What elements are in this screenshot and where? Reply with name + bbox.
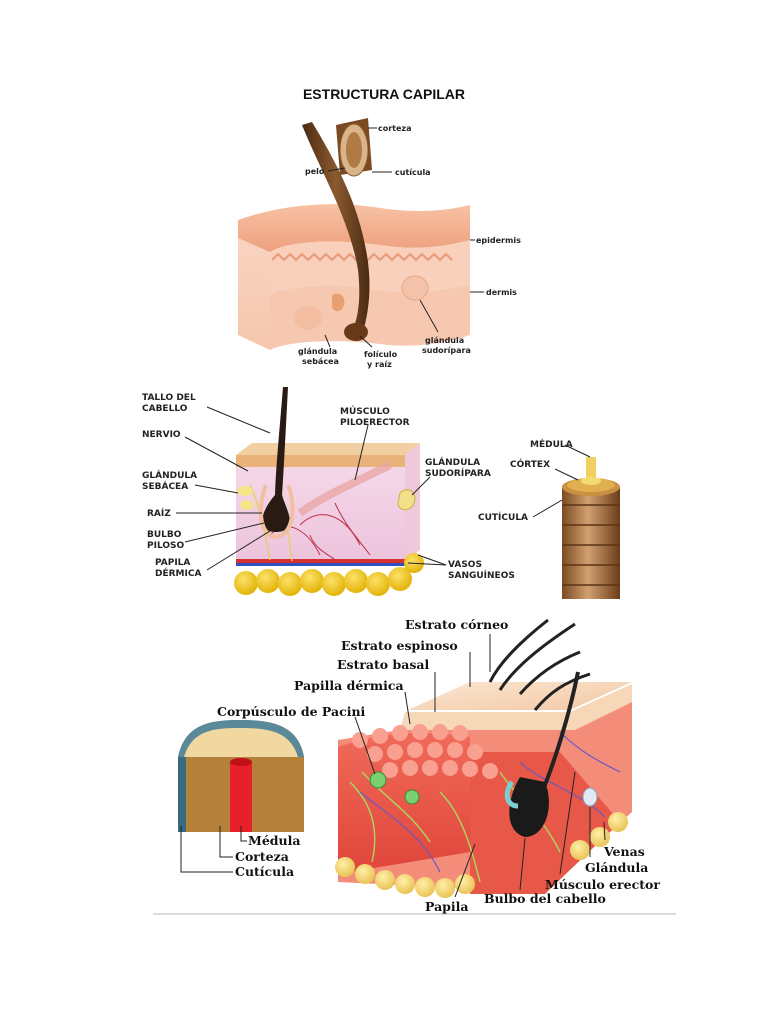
label-papila-3: Papila [425,899,469,914]
label-glandula-sebacea-2: sebácea [302,357,339,366]
hair-cut-piece [336,118,372,177]
label-foliculo-2: y raíz [367,360,392,369]
label-glandula-sebacea-2: SEBÁCEA [142,480,188,492]
label-venas: Venas [603,844,645,859]
label-medula-3: Médula [248,833,300,848]
label-dermis: dermis [486,288,517,297]
label-foliculo-1: folículo [364,350,398,359]
label-epidermis: epidermis [476,236,521,245]
label-glandula-sudoripara-2: SUDORÍPARA [425,467,491,479]
label-tallo-2: CABELLO [142,404,188,414]
label-nervio: NERVIO [142,430,181,440]
diagram-hair-follicle: TALLO DEL CABELLO NERVIO GLÁNDULA SEBÁCE… [142,387,620,599]
label-estrato-espinoso: Estrato espinoso [341,638,458,653]
label-papilla-dermica: Papilla dérmica [294,678,404,693]
label-bulbo-2: PILOSO [147,541,184,551]
hair-shaft [302,122,370,341]
label-corpusculo-pacini: Corpúsculo de Pacini [217,704,366,719]
label-glandula-sudoripara-1: GLÁNDULA [425,456,480,468]
label-glandula-sudoripara-2: sudorípara [422,346,471,355]
label-bulbo-cabello: Bulbo del cabello [484,891,606,906]
label-tallo-1: TALLO DEL [142,393,196,403]
label-estrato-corneo: Estrato córneo [405,617,508,632]
hair-follicle-shape [258,387,295,540]
page-title: ESTRUCTURA CAPILAR [302,86,466,102]
hair-cross-section-dome [178,720,304,832]
label-bulbo-1: BULBO [147,530,182,540]
label-vasos-1: VASOS [448,560,482,570]
label-raiz: RAÍZ [147,507,171,519]
hairs-and-follicle [488,618,598,837]
label-musculo-2: PILOERECTOR [340,418,410,428]
diagram-hair-skin-cross-section: corteza pelo cutícula epidermis dermis g… [238,118,521,369]
hair-cylinder [562,457,620,599]
label-pelo: pelo [305,167,325,176]
label-glandula-sudoripara-1: glándula [425,336,464,345]
label-musculo-1: MÚSCULO [340,405,390,417]
label-cuticula-3: Cutícula [235,864,294,879]
label-corteza-3: Corteza [235,849,289,864]
label-medula: MÉDULA [530,438,573,450]
fat-layer [234,553,424,596]
label-papila-2: DÉRMICA [155,567,201,579]
label-corteza: corteza [378,124,412,133]
label-vasos-2: SANGUÍNEOS [448,569,515,581]
label-cuticula: cutícula [395,168,431,177]
papillae-bumps [352,724,498,779]
label-glandula-sebacea-1: GLÁNDULA [142,469,197,481]
label-cuticula: CUTÍCULA [478,511,528,523]
label-glandula-sebacea-1: glándula [298,347,337,356]
fat-cells [335,812,628,898]
diagram-skin-layers: Estrato córneo Estrato espinoso Estrato … [153,617,676,915]
label-musculo-erector: Músculo erector [545,877,660,892]
label-glandula-3: Glándula [585,860,648,875]
label-papila-1: PAPILA [155,558,190,568]
label-cortex: CÓRTEX [510,458,550,470]
label-estrato-basal: Estrato basal [337,657,429,672]
